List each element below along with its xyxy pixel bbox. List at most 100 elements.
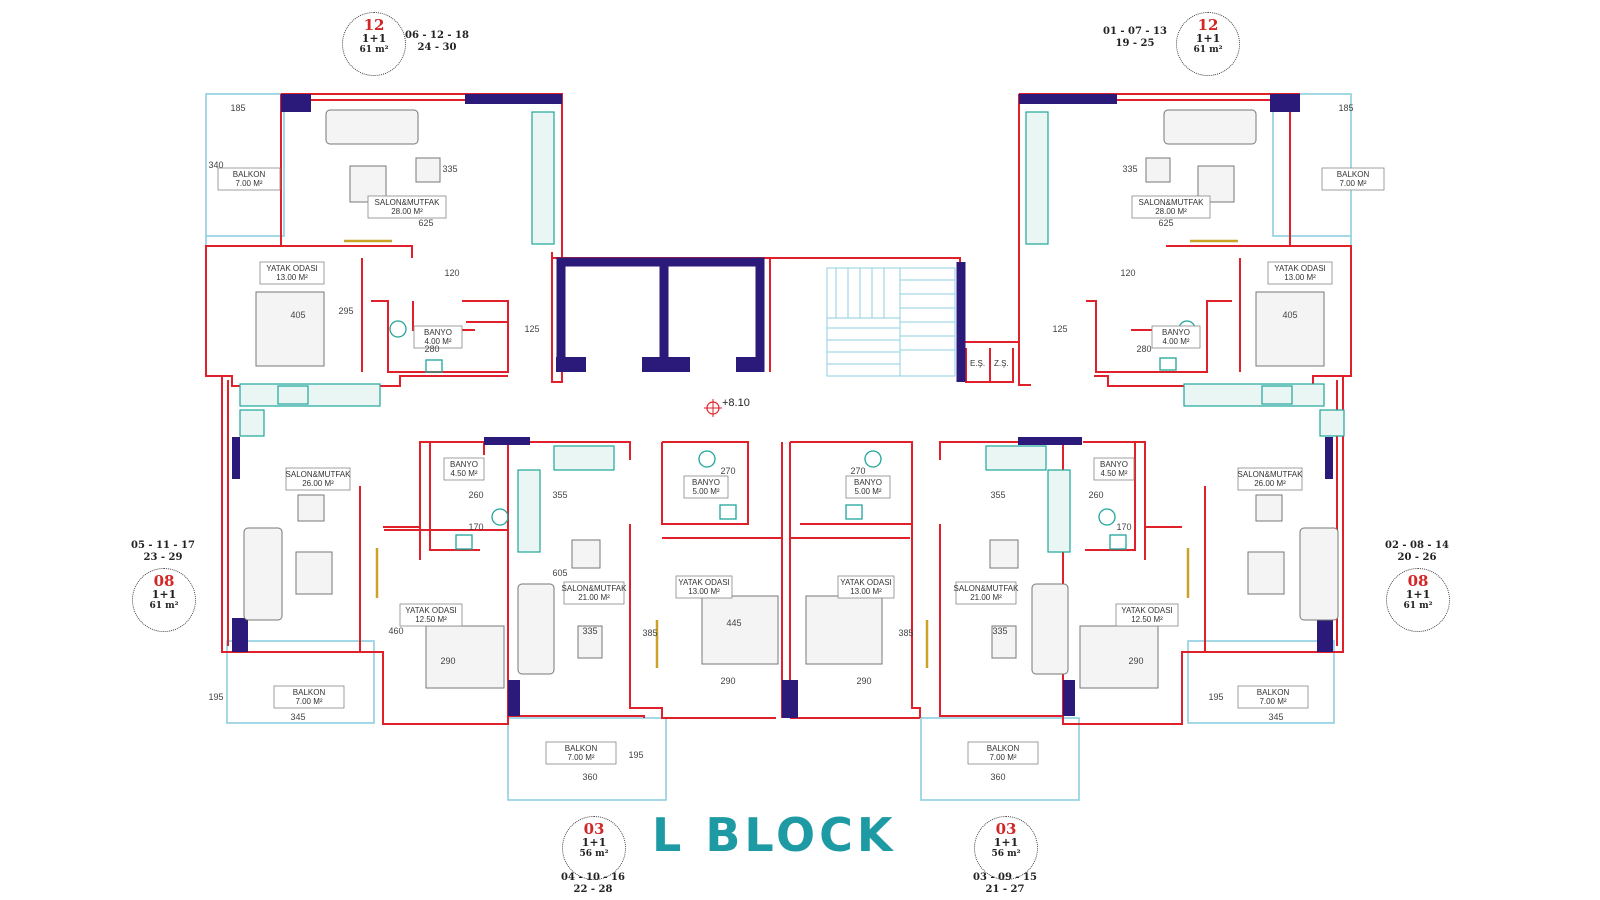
unit-numbers-mid-left: 05 - 11 - 17 23 - 29 — [118, 540, 208, 564]
kitchen-counter-ml — [239, 383, 381, 407]
dimension-text: 280 — [1136, 344, 1151, 354]
room-label-box — [1321, 167, 1385, 191]
room-label-text: BANYO — [1162, 328, 1190, 337]
dimension-text: 170 — [468, 522, 483, 532]
core-posts — [556, 357, 764, 372]
room-label-text: YATAK ODASI — [1121, 606, 1173, 615]
unit-numbers-line: 04 - 10 - 16 — [561, 872, 625, 883]
dimension-text: 120 — [1120, 268, 1135, 278]
unit-numbers-line: 21 - 27 — [985, 884, 1025, 895]
room-label-text: 4.50 M² — [1100, 469, 1127, 478]
kitchen-counter-mr — [1183, 383, 1325, 407]
bed-l2 — [701, 595, 779, 665]
unit-numbers-mid-right: 02 - 08 - 14 20 - 26 — [1372, 540, 1462, 564]
balcony-outlines — [205, 93, 1352, 801]
table-r2 — [991, 625, 1017, 659]
unit-area: 56 m² — [579, 849, 609, 859]
dimension-text: 445 — [726, 618, 741, 628]
unit-numbers-line: 03 - 09 - 15 — [973, 872, 1037, 883]
dimension-text: 460 — [388, 626, 403, 636]
room-label-box — [273, 685, 345, 709]
room-label-text: 26.00 M² — [302, 479, 334, 488]
dimension-text: 625 — [418, 218, 433, 228]
room-label-text: 12.50 M² — [415, 615, 447, 624]
room-label-text: SALON&MUTFAK — [286, 470, 352, 479]
bathroom-fixtures — [389, 320, 1196, 550]
dimension-text: 270 — [720, 466, 735, 476]
dimension-text: 260 — [1088, 490, 1103, 500]
dimension-text: 405 — [290, 310, 305, 320]
room-label-box — [1131, 195, 1211, 219]
room-label-text: 21.00 M² — [970, 593, 1002, 602]
room-label-text: 13.00 M² — [688, 587, 720, 596]
unit-numbers-line: 01 - 07 - 13 — [1103, 26, 1167, 37]
kitchen-counter-tl — [531, 111, 555, 245]
room-label-text: 7.00 M² — [1339, 179, 1366, 188]
room-label-box — [1093, 457, 1135, 481]
dimension-text: 340 — [208, 160, 223, 170]
unit-number: 03 — [583, 820, 605, 838]
dimension-text: 125 — [1052, 324, 1067, 334]
dimension-text: 345 — [1268, 712, 1283, 722]
dimension-text: 385 — [642, 628, 657, 638]
dimension-text: 355 — [552, 490, 567, 500]
unit-area: 56 m² — [991, 849, 1021, 859]
unit-numbers-line: 24 - 30 — [417, 42, 457, 53]
dimension-text: 335 — [992, 626, 1007, 636]
balcony-top-left — [205, 93, 285, 237]
dimension-text: 385 — [898, 628, 913, 638]
dimension-text: 290 — [720, 676, 735, 686]
room-label-text: YATAK ODASI — [678, 578, 730, 587]
room-label-text: BALKON — [1337, 170, 1370, 179]
unit-number: 08 — [153, 572, 175, 590]
room-label-text: BALKON — [1257, 688, 1290, 697]
unit-number: 08 — [1407, 572, 1429, 590]
room-label-box — [259, 261, 325, 285]
room-label-text: SALON&MUTFAK — [375, 198, 441, 207]
room-label-box — [955, 581, 1017, 605]
dimension-text: 260 — [468, 490, 483, 500]
room-label-text: SALON&MUTFAK — [562, 584, 628, 593]
room-label-text: 4.00 M² — [424, 337, 451, 346]
dimension-text: 195 — [628, 750, 643, 760]
block-title: L BLOCK — [652, 808, 897, 862]
unit-badge-mid-right: 08 1+1 61 m² — [1386, 568, 1450, 632]
unit-number: 12 — [363, 16, 385, 34]
dimension-text: 290 — [1128, 656, 1143, 666]
room-label-text: BANYO — [692, 478, 720, 487]
room-label-box — [285, 467, 351, 491]
staircase — [826, 267, 956, 377]
dimension-text: 405 — [1282, 310, 1297, 320]
room-label-text: 5.00 M² — [854, 487, 881, 496]
sofa-l2 — [517, 583, 555, 675]
unit-numbers-top-right: 01 - 07 - 13 19 - 25 — [1090, 26, 1180, 50]
unit-numbers-line: 20 - 26 — [1397, 552, 1437, 563]
balcony-mid-left — [226, 640, 375, 724]
table-l2 — [577, 625, 603, 659]
dimension-text: 605 — [552, 568, 567, 578]
unit-type: 1+1 — [581, 836, 607, 849]
sofa-mr — [1299, 527, 1339, 621]
chair-tr — [1145, 157, 1171, 183]
dimension-text: 280 — [424, 344, 439, 354]
room-label-text: BALKON — [293, 688, 326, 697]
unit-numbers-line: 05 - 11 - 17 — [131, 540, 195, 551]
room-label-text: BANYO — [1100, 460, 1128, 469]
dimension-text: 345 — [290, 712, 305, 722]
unit-area: 61 m² — [1193, 45, 1223, 55]
unit-numbers-top-left: 06 - 12 - 18 24 - 30 — [392, 30, 482, 54]
table-mr — [1247, 551, 1285, 595]
room-label-text: SALON&MUTFAK — [1139, 198, 1205, 207]
chair-mr — [1255, 494, 1283, 522]
room-label-box — [545, 741, 617, 765]
room-label-text: 13.00 M² — [850, 587, 882, 596]
elevator-core — [556, 257, 966, 382]
room-label-text: BANYO — [854, 478, 882, 487]
room-label-text: 13.00 M² — [276, 273, 308, 282]
room-label-text: SALON&MUTFAK — [954, 584, 1020, 593]
room-label-text: 26.00 M² — [1254, 479, 1286, 488]
level-mark-text: +8.10 — [722, 397, 750, 409]
unit-badge-top-right: 12 1+1 61 m² — [1176, 12, 1240, 76]
unit-numbers-line: 22 - 28 — [573, 884, 613, 895]
